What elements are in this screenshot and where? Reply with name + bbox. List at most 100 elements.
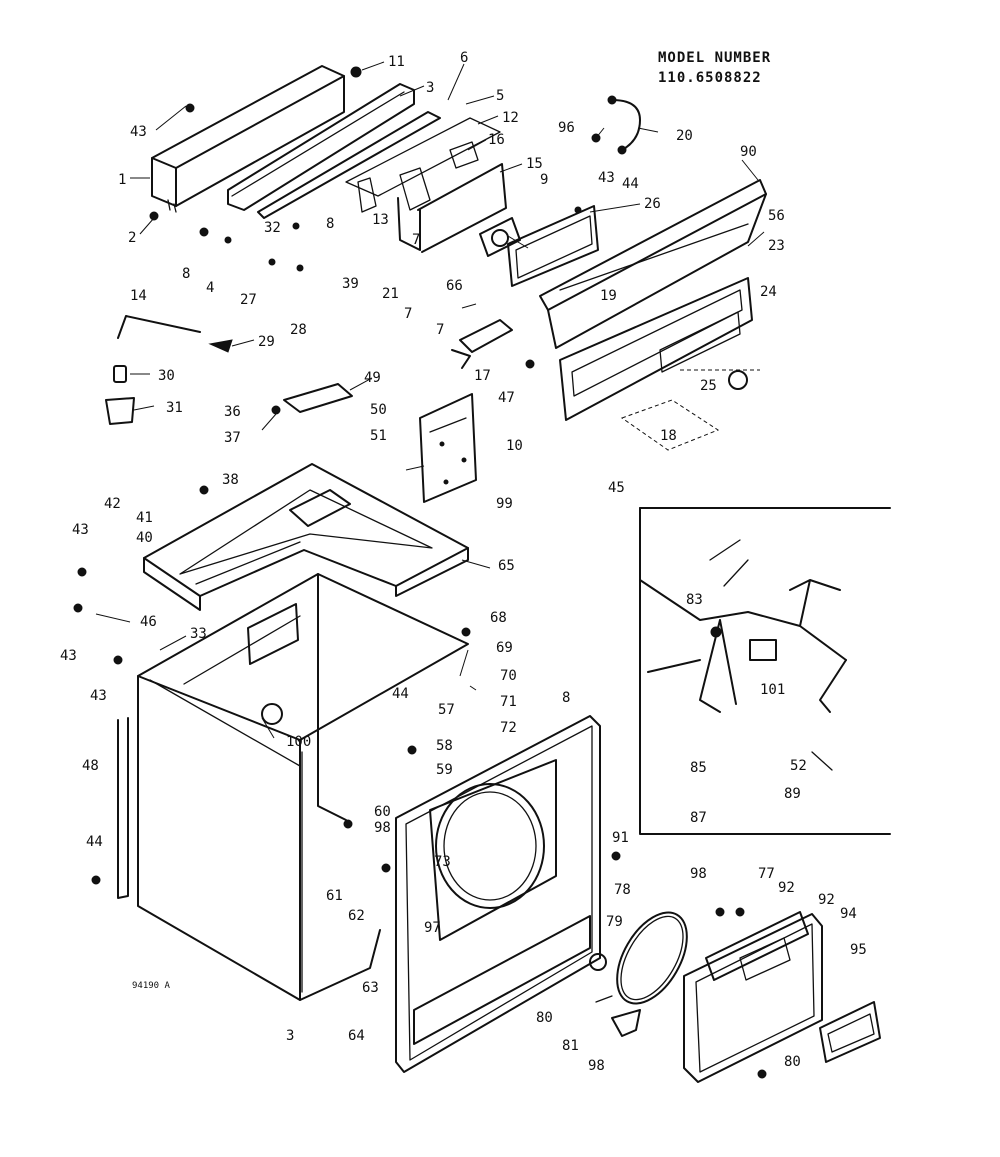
callout-45: 45 bbox=[608, 480, 625, 496]
callout-8-a: 8 bbox=[182, 266, 190, 282]
callout-69: 69 bbox=[496, 640, 513, 656]
door-seal-ring bbox=[616, 911, 688, 1005]
leader-lines bbox=[95, 61, 765, 739]
callout-44-a: 44 bbox=[622, 176, 639, 192]
callout-16: 16 bbox=[488, 132, 505, 148]
console-end-cap bbox=[151, 65, 345, 213]
callout-43-c: 43 bbox=[72, 522, 89, 538]
callout-70: 70 bbox=[500, 668, 517, 684]
callout-3: 3 bbox=[426, 80, 434, 96]
backsplash-guide bbox=[620, 369, 760, 451]
callout-65: 65 bbox=[498, 558, 515, 574]
wire-harness-top bbox=[607, 95, 641, 155]
callout-7-a: 7 bbox=[412, 232, 420, 248]
callout-92-b: 92 bbox=[818, 892, 835, 908]
door-handle bbox=[819, 1001, 881, 1063]
callout-4: 4 bbox=[206, 280, 214, 296]
callout-41: 41 bbox=[136, 510, 153, 526]
callout-101: 101 bbox=[760, 682, 785, 698]
callout-24: 24 bbox=[760, 284, 777, 300]
callout-98-b: 98 bbox=[690, 866, 707, 882]
callout-89: 89 bbox=[784, 786, 801, 802]
callout-77: 77 bbox=[758, 866, 775, 882]
callout-44-c: 44 bbox=[86, 834, 103, 850]
callout-83: 83 bbox=[686, 592, 703, 608]
control-rail bbox=[227, 83, 441, 219]
callout-5: 5 bbox=[496, 88, 504, 104]
callout-37: 37 bbox=[224, 430, 241, 446]
callout-labels: 11 6 3 5 12 16 15 9 43 1 2 8 4 32 8 13 7… bbox=[60, 50, 867, 1074]
control-bracket bbox=[345, 117, 507, 253]
hinge-plate bbox=[419, 393, 477, 503]
callout-23: 23 bbox=[768, 238, 785, 254]
callout-71: 71 bbox=[500, 694, 517, 710]
callout-66: 66 bbox=[446, 278, 463, 294]
callout-98-c: 98 bbox=[588, 1058, 605, 1074]
fasteners bbox=[73, 66, 767, 1079]
callout-42: 42 bbox=[104, 496, 121, 512]
callout-78: 78 bbox=[614, 882, 631, 898]
callout-72: 72 bbox=[500, 720, 517, 736]
callout-8-c: 8 bbox=[562, 690, 570, 706]
callout-1: 1 bbox=[118, 172, 126, 188]
callout-10: 10 bbox=[506, 438, 523, 454]
lid-switch bbox=[451, 319, 513, 369]
callout-28: 28 bbox=[290, 322, 307, 338]
callout-48: 48 bbox=[82, 758, 99, 774]
callout-9: 9 bbox=[540, 172, 548, 188]
callout-81: 81 bbox=[562, 1038, 579, 1054]
callout-99: 99 bbox=[496, 496, 513, 512]
callout-19: 19 bbox=[600, 288, 617, 304]
callout-63: 63 bbox=[362, 980, 379, 996]
callout-44-b: 44 bbox=[392, 686, 409, 702]
callout-14: 14 bbox=[130, 288, 147, 304]
callout-52: 52 bbox=[790, 758, 807, 774]
callout-90: 90 bbox=[740, 144, 757, 160]
callout-18: 18 bbox=[660, 428, 677, 444]
callout-73: 73 bbox=[434, 854, 451, 870]
callout-95: 95 bbox=[850, 942, 867, 958]
callout-61: 61 bbox=[326, 888, 343, 904]
callout-32: 32 bbox=[264, 220, 281, 236]
callout-25: 25 bbox=[700, 378, 717, 394]
model-number-label: MODEL NUMBER bbox=[658, 50, 771, 66]
callout-64: 64 bbox=[348, 1028, 365, 1044]
callout-31: 31 bbox=[166, 400, 183, 416]
callout-3-b: 3 bbox=[286, 1028, 294, 1044]
callout-30: 30 bbox=[158, 368, 175, 384]
callout-79: 79 bbox=[606, 914, 623, 930]
callout-17: 17 bbox=[474, 368, 491, 384]
callout-80-a: 80 bbox=[536, 1010, 553, 1026]
callout-20: 20 bbox=[676, 128, 693, 144]
callout-47: 47 bbox=[498, 390, 515, 406]
callout-97: 97 bbox=[424, 920, 441, 936]
callout-94: 94 bbox=[840, 906, 857, 922]
callout-7-c: 7 bbox=[436, 322, 444, 338]
callout-13: 13 bbox=[372, 212, 389, 228]
callout-46: 46 bbox=[140, 614, 157, 630]
callout-85: 85 bbox=[690, 760, 707, 776]
callout-36: 36 bbox=[224, 404, 241, 420]
drawing-code: 94190 A bbox=[132, 981, 171, 991]
callout-58: 58 bbox=[436, 738, 453, 754]
door-assembly bbox=[683, 911, 823, 1083]
callout-51: 51 bbox=[370, 428, 387, 444]
left-small-parts bbox=[105, 315, 233, 425]
callout-59: 59 bbox=[436, 762, 453, 778]
callout-21: 21 bbox=[382, 286, 399, 302]
lid bbox=[283, 383, 353, 413]
timer-assembly bbox=[479, 205, 599, 287]
callout-43-d: 43 bbox=[60, 648, 77, 664]
door-latch bbox=[595, 995, 641, 1037]
wiring-harness-inset bbox=[639, 507, 891, 835]
callout-15: 15 bbox=[526, 156, 543, 172]
model-number-value: 110.6508822 bbox=[658, 70, 762, 86]
callout-6: 6 bbox=[460, 50, 468, 66]
top-cover bbox=[143, 463, 469, 611]
callout-2: 2 bbox=[128, 230, 136, 246]
callout-27: 27 bbox=[240, 292, 257, 308]
callout-100: 100 bbox=[286, 734, 311, 750]
cabinet bbox=[117, 573, 469, 1001]
